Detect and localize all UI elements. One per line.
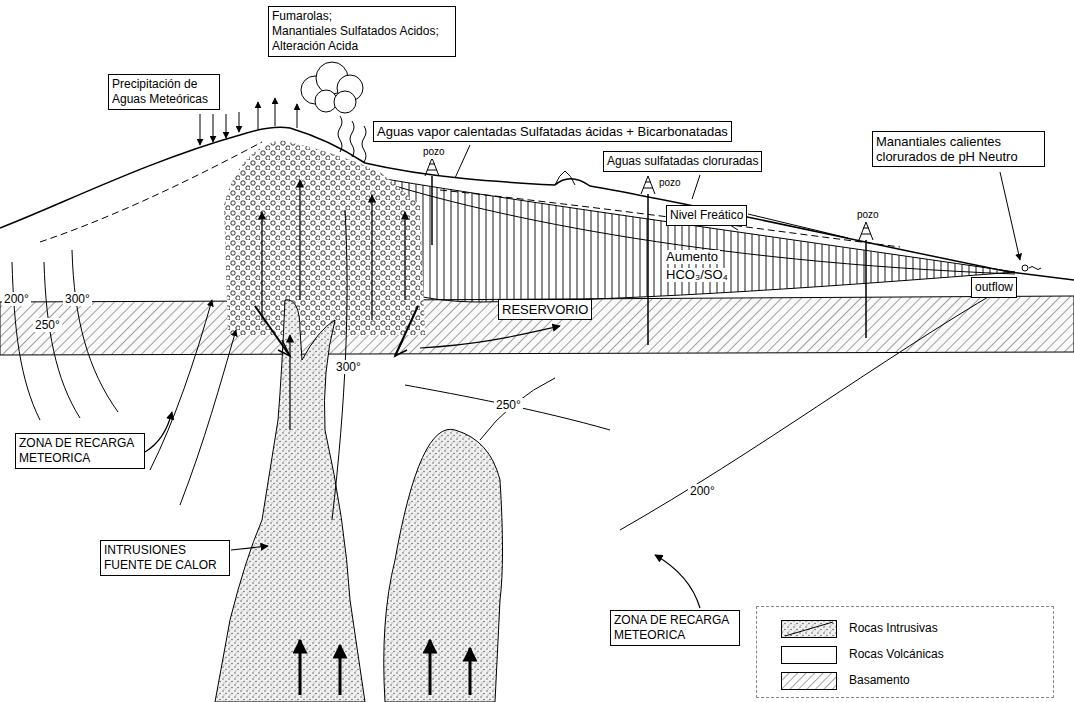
label-box: Manantiales calientes clorurados de pH N… (872, 131, 1045, 167)
box-text: Alteración Acida (272, 39, 452, 54)
legend-text: Basamento (849, 673, 910, 688)
legend-row: Rocas Intrusivas (757, 619, 1051, 639)
box-text: RESERVORIO (502, 302, 588, 317)
label-box: Precipitación de Aguas Meteóricas (108, 74, 220, 110)
isotherm-label: 250° (494, 398, 523, 412)
legend-swatch (781, 620, 837, 638)
legend-row: Basamento (757, 671, 1051, 691)
legend-swatch (781, 646, 837, 664)
box-text: Aguas vapor calentadas Sulfatadas ácidas… (377, 124, 728, 139)
label-box: Aguas vapor calentadas Sulfatadas ácidas… (373, 121, 732, 142)
box-text: Precipitación de Aguas Meteóricas (112, 77, 216, 107)
label-box: INTRUSIONES FUENTE DE CALOR (100, 540, 230, 576)
box-text: outflow (975, 280, 1013, 295)
isotherm-label: 300° (334, 360, 363, 374)
legend-text: Rocas Volcánicas (849, 647, 944, 662)
label-box: Fumarolas;Manantiales Sulfatados Acidos;… (268, 6, 456, 57)
label-box: ZONA DE RECARGA METEORICA (610, 610, 740, 646)
label-box: Nivel Freático (666, 205, 747, 226)
box-text: Nivel Freático (670, 208, 743, 223)
box-text: ZONA DE RECARGA METEORICA (19, 436, 141, 466)
box-text: ZONA DE RECARGA METEORICA (614, 613, 736, 643)
box-text: Aguas sulfatadas cloruradas (607, 154, 758, 169)
well-label: pozo (421, 145, 447, 159)
annotation: HCO₃/SO₄ (664, 268, 730, 282)
well-label: pozo (855, 208, 881, 222)
isotherm-label: 200° (2, 292, 31, 306)
label-box: Aguas sulfatadas cloruradas (603, 151, 762, 172)
box-text: Manantiales Sulfatados Acidos; (272, 24, 452, 39)
annotation: Aumento (664, 250, 720, 264)
isotherm-label: 250° (33, 318, 62, 332)
label-box: ZONA DE RECARGA METEORICA (15, 433, 145, 469)
legend-row: Rocas Volcánicas (757, 645, 1051, 665)
label-box: outflow (971, 277, 1017, 298)
legend-swatch (781, 672, 837, 690)
box-text: INTRUSIONES FUENTE DE CALOR (104, 543, 226, 573)
legend-box: Rocas IntrusivasRocas VolcánicasBasament… (756, 606, 1054, 698)
box-text: Manantiales calientes clorurados de pH N… (876, 134, 1041, 164)
isotherm-label: 300° (63, 292, 92, 306)
legend-text: Rocas Intrusivas (849, 621, 938, 636)
box-text: Fumarolas; (272, 9, 452, 24)
label-box: RESERVORIO (498, 299, 592, 320)
well-label: pozo (657, 176, 683, 190)
isotherm-label: 200° (688, 484, 717, 498)
